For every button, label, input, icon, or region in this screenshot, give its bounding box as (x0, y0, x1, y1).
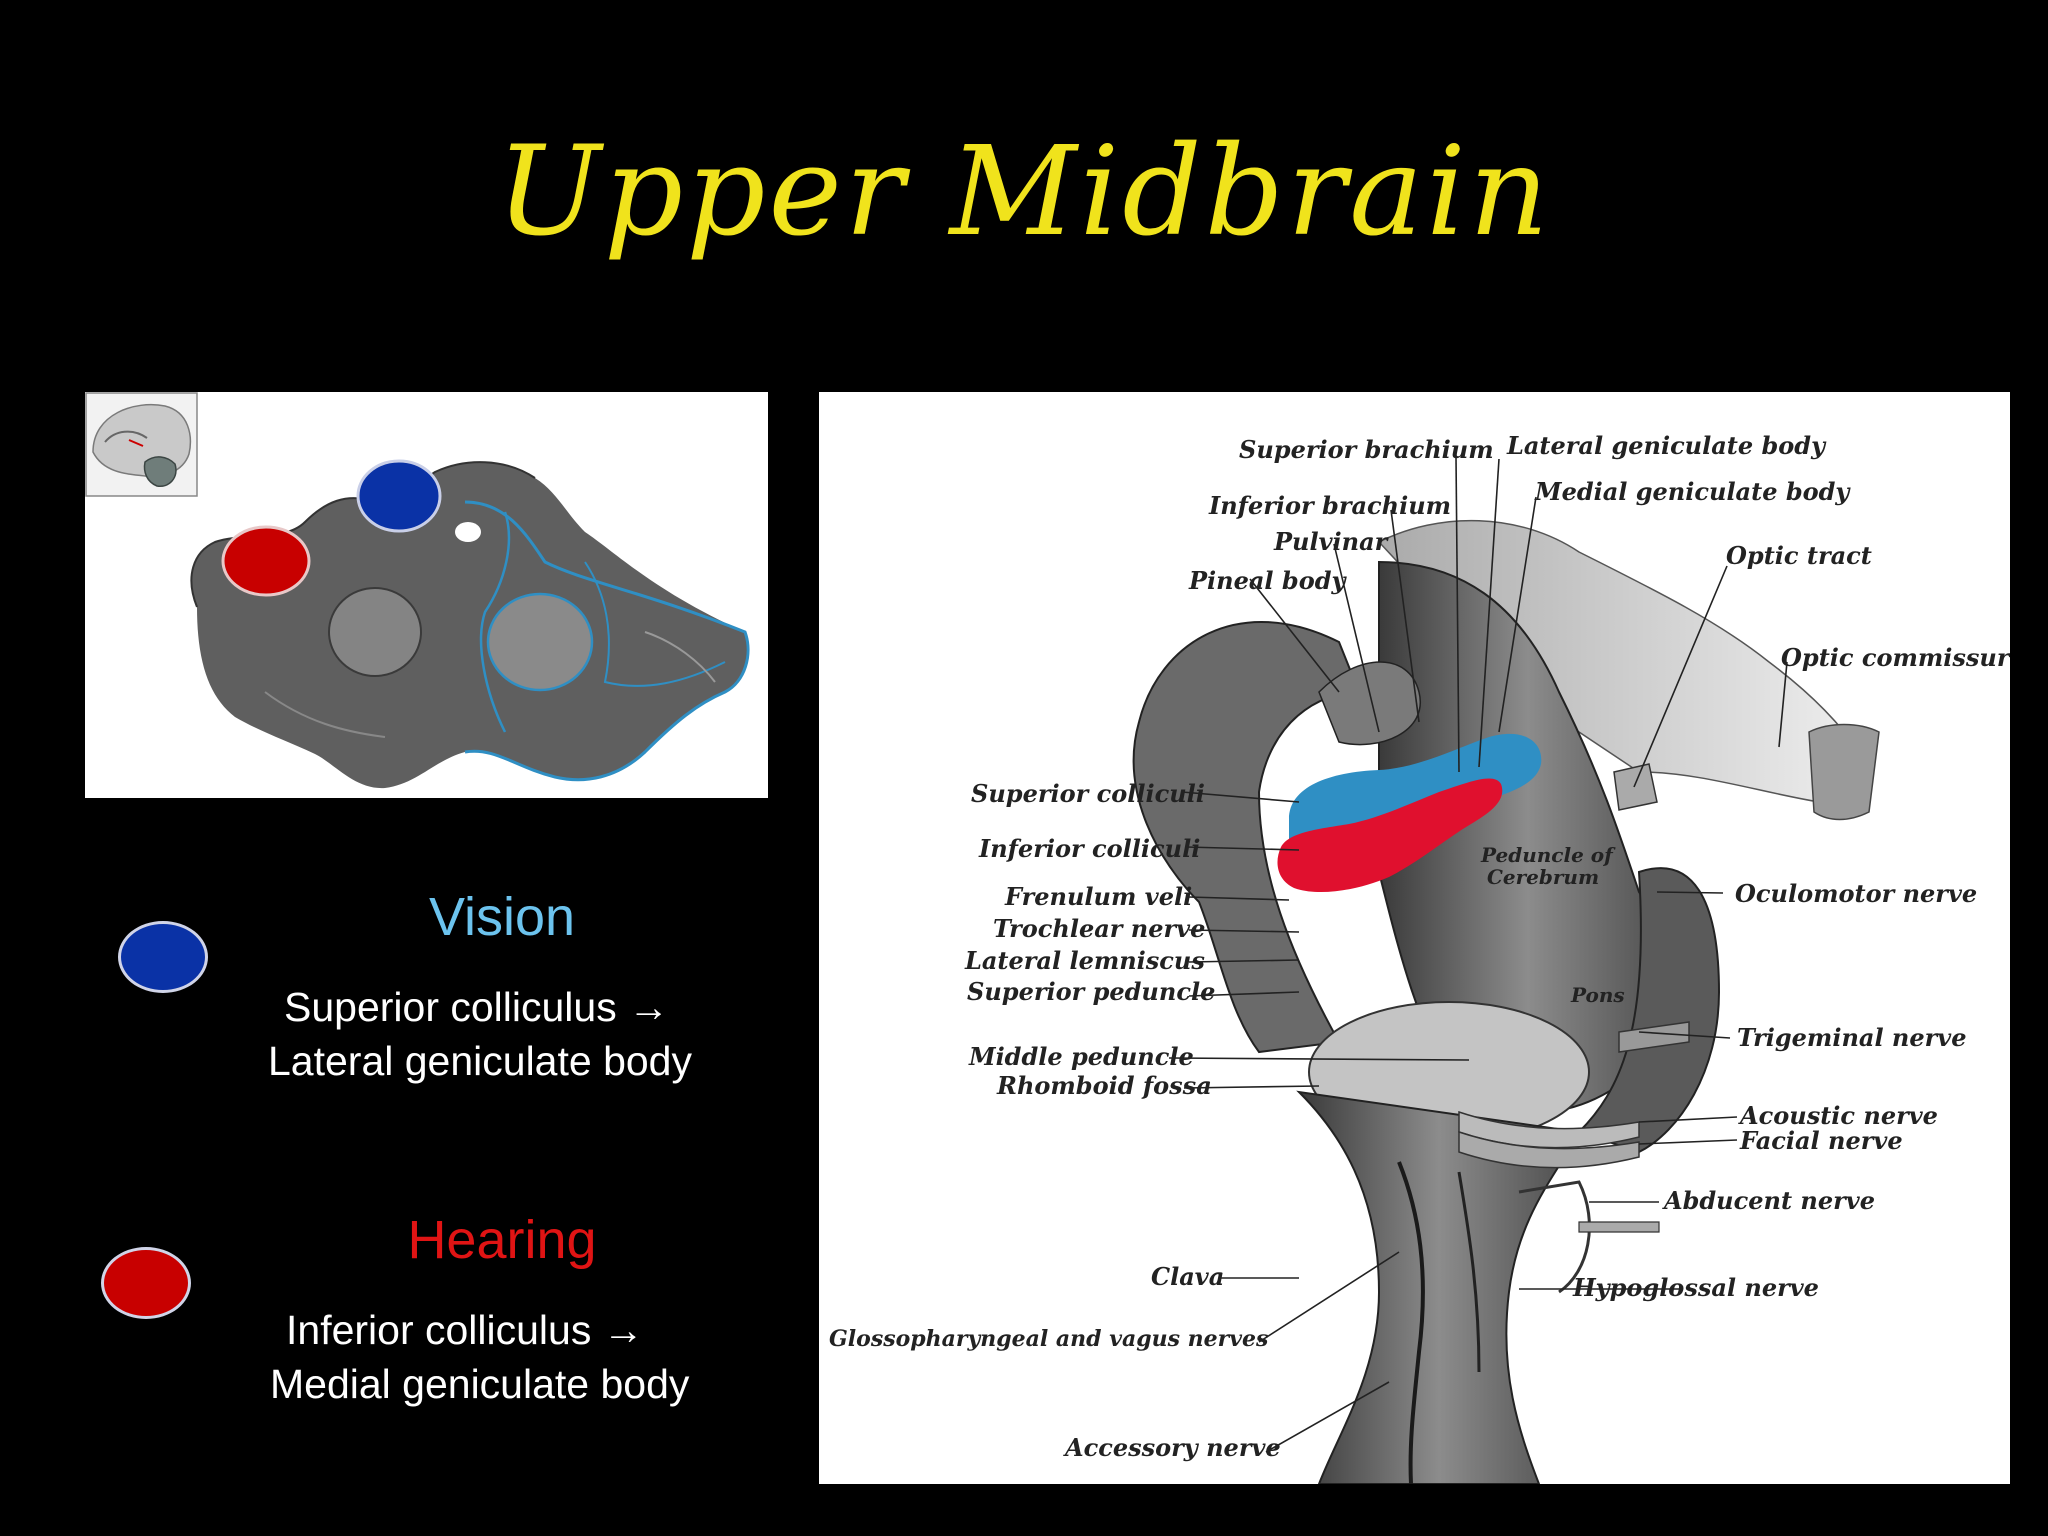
inferior-colliculus-highlight (1277, 778, 1503, 893)
label-hypoglossal-nerve: Hypoglossal nerve (1572, 1273, 1819, 1302)
label-rhomboid-fossa: Rhomboid fossa (996, 1071, 1212, 1100)
vision-color-dot (118, 921, 208, 993)
leader-lines (1168, 456, 1788, 1453)
brainstem-svg: Superior brachium Lateral geniculate bod… (829, 431, 2010, 1484)
midbrain-section-image (85, 392, 768, 798)
label-glossopharyngeal-vagus-nerves: Glossopharyngeal and vagus nerves (829, 1326, 1268, 1352)
label-middle-peduncle: Middle peduncle (968, 1042, 1194, 1071)
label-inferior-colliculi: Inferior colliculi (978, 834, 1200, 863)
label-medial-geniculate-body: Medial geniculate body (1534, 477, 1851, 506)
label-accessory-nerve: Accessory nerve (1063, 1433, 1281, 1462)
vision-heading: Vision (428, 887, 576, 947)
inferior-colliculus-marker (221, 525, 311, 597)
hearing-line-2: Medial geniculate body (270, 1361, 690, 1407)
label-lateral-geniculate-body: Lateral geniculate body (1506, 431, 1827, 460)
label-inferior-brachium: Inferior brachium (1208, 491, 1451, 520)
label-oculomotor-nerve: Oculomotor nerve (1735, 879, 1977, 908)
label-lateral-lemniscus: Lateral lemniscus (964, 946, 1205, 975)
label-superior-brachium: Superior brachium (1239, 435, 1494, 464)
label-facial-nerve: Facial nerve (1739, 1126, 1903, 1155)
midbrain-cross-section (190, 461, 750, 789)
label-acoustic-nerve: Acoustic nerve (1738, 1101, 1938, 1130)
label-peduncle-of-cerebrum-1: Peduncle of (1480, 843, 1616, 867)
label-optic-tract: Optic tract (1726, 541, 1872, 570)
label-trochlear-nerve: Trochlear nerve (993, 914, 1205, 943)
hearing-heading: Hearing (407, 1210, 597, 1270)
superior-colliculus-highlight (1289, 733, 1542, 848)
brainstem-drawing (1132, 519, 1880, 1484)
brainstem-illustration: Superior brachium Lateral geniculate bod… (819, 392, 2010, 1484)
label-clava: Clava (1151, 1262, 1224, 1291)
label-superior-peduncle: Superior peduncle (967, 977, 1215, 1006)
label-optic-commissure: Optic commissure (1781, 643, 2010, 672)
vision-line-1: Superior colliculus → (284, 984, 670, 1030)
label-frenulum-veli: Frenulum veli (1004, 882, 1192, 911)
label-peduncle-of-cerebrum-2: Cerebrum (1487, 865, 1599, 889)
label-pineal-body: Pineal body (1188, 566, 1347, 595)
hearing-color-dot (101, 1247, 191, 1319)
label-pons: Pons (1570, 983, 1625, 1007)
hearing-line-1: Inferior colliculus → (286, 1307, 644, 1353)
label-superior-colliculi: Superior colliculi (971, 779, 1205, 808)
vision-line-2: Lateral geniculate body (268, 1038, 692, 1084)
midbrain-section-svg (85, 392, 750, 789)
label-trigeminal-nerve: Trigeminal nerve (1737, 1023, 1967, 1052)
superior-colliculus-marker (356, 459, 442, 533)
label-abducent-nerve: Abducent nerve (1662, 1186, 1875, 1215)
label-pulvinar: Pulvinar (1273, 527, 1390, 556)
slide-title: Upper Midbrain (496, 120, 1552, 264)
anatomy-labels: Superior brachium Lateral geniculate bod… (829, 431, 2010, 1462)
sagittal-inset-thumbnail (85, 392, 198, 497)
